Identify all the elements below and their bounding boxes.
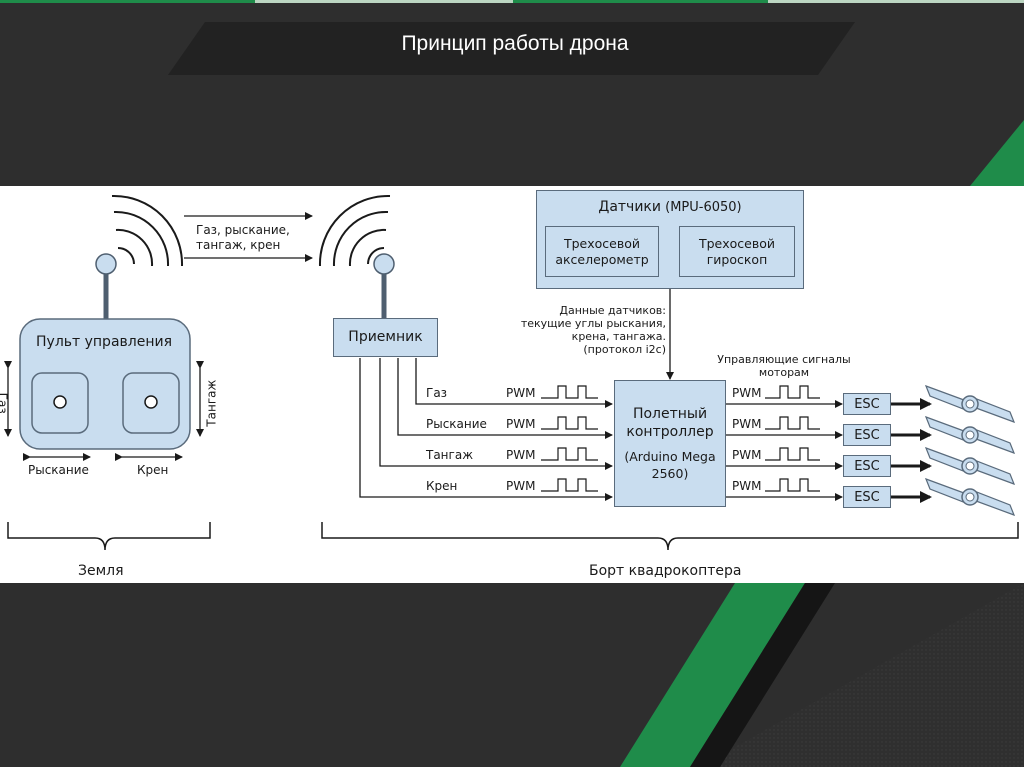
ground-bracket — [7, 522, 211, 551]
pwm-label: PWM — [506, 417, 536, 431]
sensors-title: Датчики (MPU-6050) — [536, 199, 804, 216]
accent-triangle-top — [970, 120, 1024, 186]
controller-line1: Полетный — [632, 406, 708, 423]
channel-label-roll: Крен — [426, 479, 458, 493]
esc-box-2: ESC — [843, 424, 891, 446]
yaw-stick-label: Рыскание — [28, 463, 89, 477]
pwm-wave-icon — [765, 385, 820, 492]
propeller-icon — [924, 415, 1016, 455]
slide-title: Принцип работы дрона — [401, 32, 629, 55]
receiver-antenna-icon — [373, 253, 395, 318]
pitch-axis-label: Тангаж — [204, 379, 219, 427]
receiver-label: Приемник — [348, 328, 423, 345]
esc-box-1: ESC — [843, 393, 891, 415]
drone-diagram: Пульт управления Газ Тангаж Рыскание Кре… — [0, 186, 1024, 583]
sensors-model: (MPU-6050) — [665, 200, 742, 215]
sensor-data-line3: крена, тангажа. — [571, 330, 666, 343]
receiver-radio-waves-icon — [318, 194, 391, 267]
controller-line3: (Arduino Mega — [624, 449, 716, 465]
pwm-label: PWM — [732, 386, 762, 400]
remote-label: Пульт управления — [36, 334, 173, 350]
pwm-label: PWM — [732, 448, 762, 462]
pwm-wave-icon — [541, 385, 598, 492]
roll-stick-label: Крен — [137, 463, 169, 477]
remote-radio-waves-icon — [111, 194, 184, 267]
flight-controller-box: Полетный контроллер (Arduino Mega 2560) — [614, 380, 726, 507]
throttle-axis-label: Газ — [0, 392, 10, 414]
pwm-label: PWM — [732, 417, 762, 431]
channel-label-yaw: Рыскание — [426, 417, 487, 431]
propeller-icon — [924, 384, 1016, 424]
ground-section-label: Земля — [78, 563, 124, 579]
propeller-icon — [924, 477, 1016, 517]
pwm-label: PWM — [506, 448, 536, 462]
gyroscope-box: Трехосевой гироскоп — [679, 226, 795, 277]
pwm-label: PWM — [506, 479, 536, 493]
receiver-box: Приемник — [333, 318, 438, 357]
propeller-icon — [924, 446, 1016, 486]
motor-signals-line1: Управляющие сигналы — [717, 353, 851, 366]
esc-box-4: ESC — [843, 486, 891, 508]
sensor-data-line1: Данные датчиков: — [559, 304, 666, 317]
controller-line2: контроллер — [626, 424, 714, 441]
link-label-line1: Газ, рыскание, — [196, 223, 290, 237]
gyroscope-line1: Трехосевой — [698, 235, 775, 251]
link-label-line2: тангаж, крен — [196, 238, 281, 252]
title-banner — [168, 22, 855, 75]
motor-signals-line2: моторам — [758, 366, 810, 379]
pwm-label: PWM — [732, 479, 762, 493]
accelerometer-line1: Трехосевой — [563, 235, 640, 251]
accent-stripe-green — [620, 583, 805, 767]
motor-signals-caption: Управляющие сигналы моторам — [714, 353, 854, 379]
sensor-data-caption: Данные датчиков: текущие углы рыскания, … — [520, 304, 666, 356]
remote-antenna-icon — [95, 253, 117, 320]
right-joystick-icon — [144, 395, 158, 409]
sensors-title-text: Датчики — [598, 199, 661, 215]
dotted-corner — [700, 583, 1024, 767]
accelerometer-box: Трехосевой акселерометр — [545, 226, 659, 277]
gyroscope-line2: гироскоп — [706, 251, 768, 267]
diagram-lines — [4, 194, 1019, 551]
sensor-data-line2: текущие углы рыскания, — [520, 317, 666, 330]
controller-line4: 2560) — [651, 465, 689, 481]
channel-label-throttle: Газ — [426, 386, 448, 400]
accelerometer-line2: акселерометр — [555, 251, 649, 267]
pwm-label: PWM — [506, 386, 536, 400]
sensor-data-line4: (протокол i2c) — [583, 343, 666, 356]
onboard-bracket — [321, 522, 1019, 551]
onboard-section-label: Борт квадрокоптера — [589, 563, 742, 579]
channel-label-pitch: Тангаж — [426, 448, 473, 462]
left-joystick-icon — [53, 395, 67, 409]
esc-box-3: ESC — [843, 455, 891, 477]
accent-stripe-dark — [690, 583, 835, 767]
